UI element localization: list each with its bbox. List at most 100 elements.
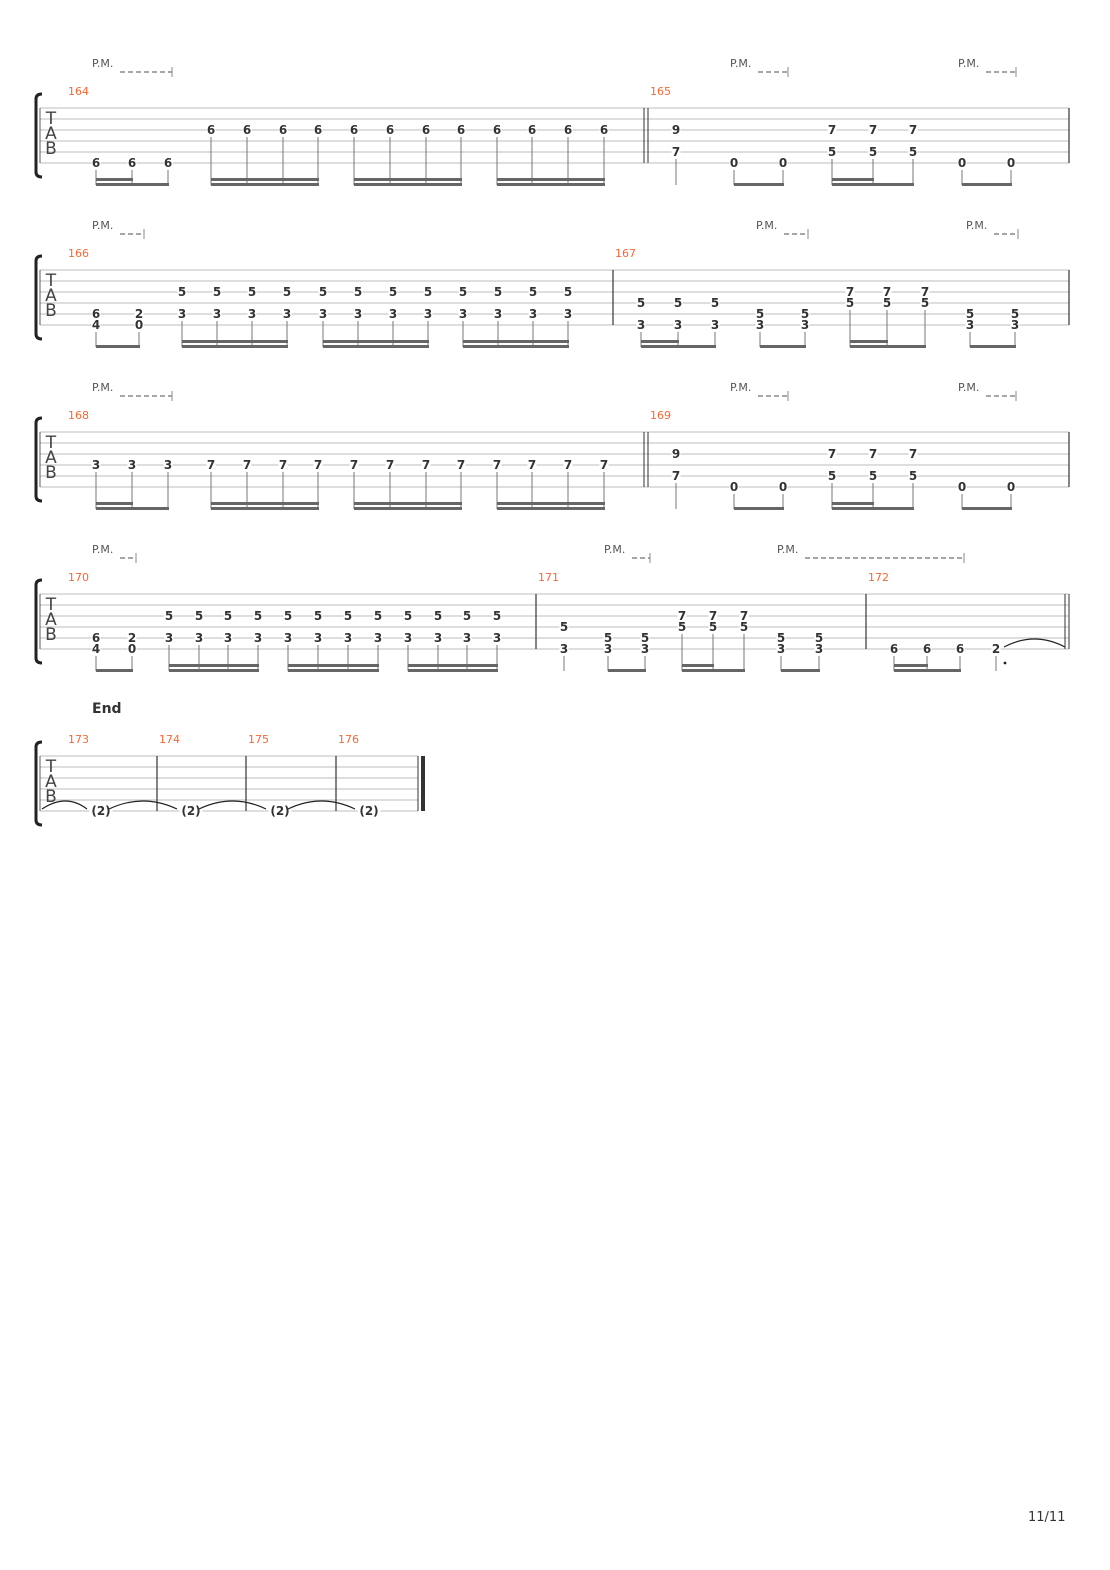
fret-number: 3 bbox=[815, 642, 823, 656]
measure-number: 166 bbox=[68, 247, 89, 260]
fret-knockout bbox=[247, 308, 257, 319]
fret-knockout bbox=[206, 124, 216, 135]
fret-knockout bbox=[671, 470, 681, 481]
measure-175: 175(2) bbox=[248, 733, 356, 818]
fret-knockout bbox=[91, 157, 101, 168]
fret-number: 6 bbox=[956, 642, 964, 656]
fret-knockout bbox=[739, 621, 749, 632]
measure-number: 164 bbox=[68, 85, 89, 98]
fret-number: 0 bbox=[1007, 480, 1015, 494]
sixteenth-beam bbox=[96, 178, 133, 181]
fret-knockout bbox=[729, 157, 739, 168]
fret-knockout bbox=[640, 643, 650, 654]
fret-number: 6 bbox=[528, 123, 536, 137]
fret-number: 3 bbox=[424, 307, 432, 321]
fret-number: 5 bbox=[828, 469, 836, 483]
fret-knockout bbox=[922, 643, 932, 654]
fret-number: 3 bbox=[404, 631, 412, 645]
fret-number: 5 bbox=[966, 307, 974, 321]
fret-number: 5 bbox=[493, 609, 501, 623]
fret-number: 5 bbox=[641, 631, 649, 645]
fret-number: 3 bbox=[195, 631, 203, 645]
fret-knockout bbox=[421, 459, 431, 470]
fret-knockout bbox=[957, 481, 967, 492]
measure-number: 171 bbox=[538, 571, 559, 584]
fret-knockout bbox=[671, 146, 681, 157]
fret-knockout bbox=[253, 610, 263, 621]
fret-number: 6 bbox=[314, 123, 322, 137]
fret-knockout bbox=[965, 308, 975, 319]
beam bbox=[288, 669, 379, 672]
fret-knockout bbox=[729, 481, 739, 492]
tab-system-4: TABP.M.P.M.P.M.1706420535353535353535353… bbox=[34, 543, 1070, 672]
fret-knockout bbox=[177, 308, 187, 319]
fret-number: 5 bbox=[1011, 307, 1019, 321]
fret-knockout bbox=[1006, 157, 1016, 168]
measure-number: 165 bbox=[650, 85, 671, 98]
beam bbox=[608, 669, 646, 672]
fret-number: 6 bbox=[457, 123, 465, 137]
fret-knockout bbox=[282, 286, 292, 297]
fret-number: 3 bbox=[463, 631, 471, 645]
fret-knockout bbox=[991, 643, 1001, 654]
fret-knockout bbox=[283, 632, 293, 643]
sixteenth-beam bbox=[323, 340, 359, 343]
system-bracket bbox=[34, 254, 43, 341]
fret-number: 3 bbox=[374, 631, 382, 645]
sixteenth-beam bbox=[568, 502, 605, 505]
fret-number: 3 bbox=[178, 307, 186, 321]
fret-number: 6 bbox=[128, 156, 136, 170]
fret-number: 3 bbox=[674, 318, 682, 332]
fret-knockout bbox=[778, 157, 788, 168]
fret-knockout bbox=[636, 297, 646, 308]
fret-knockout bbox=[527, 124, 537, 135]
fret-number: 3 bbox=[434, 631, 442, 645]
sixteenth-beam bbox=[393, 340, 429, 343]
beam bbox=[211, 507, 319, 510]
fret-knockout bbox=[563, 286, 573, 297]
fret-number: 6 bbox=[243, 123, 251, 137]
measure-173: 173(2) bbox=[39, 733, 178, 818]
sixteenth-beam bbox=[211, 502, 248, 505]
fret-number: 5 bbox=[883, 296, 891, 310]
fret-number: 5 bbox=[434, 609, 442, 623]
tie-arc bbox=[287, 800, 356, 810]
sixteenth-beam bbox=[438, 664, 468, 667]
fret-number: 3 bbox=[564, 307, 572, 321]
tab-clef-letter: A bbox=[45, 772, 57, 792]
fret-knockout bbox=[91, 632, 101, 643]
fret-number: 3 bbox=[389, 307, 397, 321]
fret-knockout bbox=[776, 632, 786, 643]
fret-knockout bbox=[673, 319, 683, 330]
fret-knockout bbox=[845, 297, 855, 308]
section-label-end: End bbox=[92, 701, 122, 717]
fret-knockout bbox=[388, 308, 398, 319]
sixteenth-beam bbox=[568, 178, 605, 181]
fret-number: 5 bbox=[921, 296, 929, 310]
beam bbox=[781, 669, 820, 672]
fret-knockout bbox=[433, 610, 443, 621]
fret-knockout bbox=[462, 610, 472, 621]
fret-number: 7 bbox=[350, 458, 358, 472]
fret-knockout bbox=[313, 459, 323, 470]
fret-number: 3 bbox=[711, 318, 719, 332]
fret-knockout bbox=[710, 319, 720, 330]
sixteenth-beam bbox=[497, 502, 533, 505]
tab-clef-letter: T bbox=[45, 271, 57, 291]
sixteenth-beam bbox=[228, 664, 259, 667]
sixteenth-beam bbox=[247, 502, 284, 505]
beam bbox=[962, 507, 1012, 510]
fret-knockout bbox=[845, 286, 855, 297]
fret-knockout bbox=[527, 459, 537, 470]
measure-number: 169 bbox=[650, 409, 671, 422]
fret-knockout bbox=[776, 643, 786, 654]
sixteenth-beam bbox=[641, 340, 679, 343]
fret-knockout bbox=[194, 632, 204, 643]
fret-knockout bbox=[671, 448, 681, 459]
fret-knockout bbox=[920, 297, 930, 308]
fret-number: 3 bbox=[756, 318, 764, 332]
